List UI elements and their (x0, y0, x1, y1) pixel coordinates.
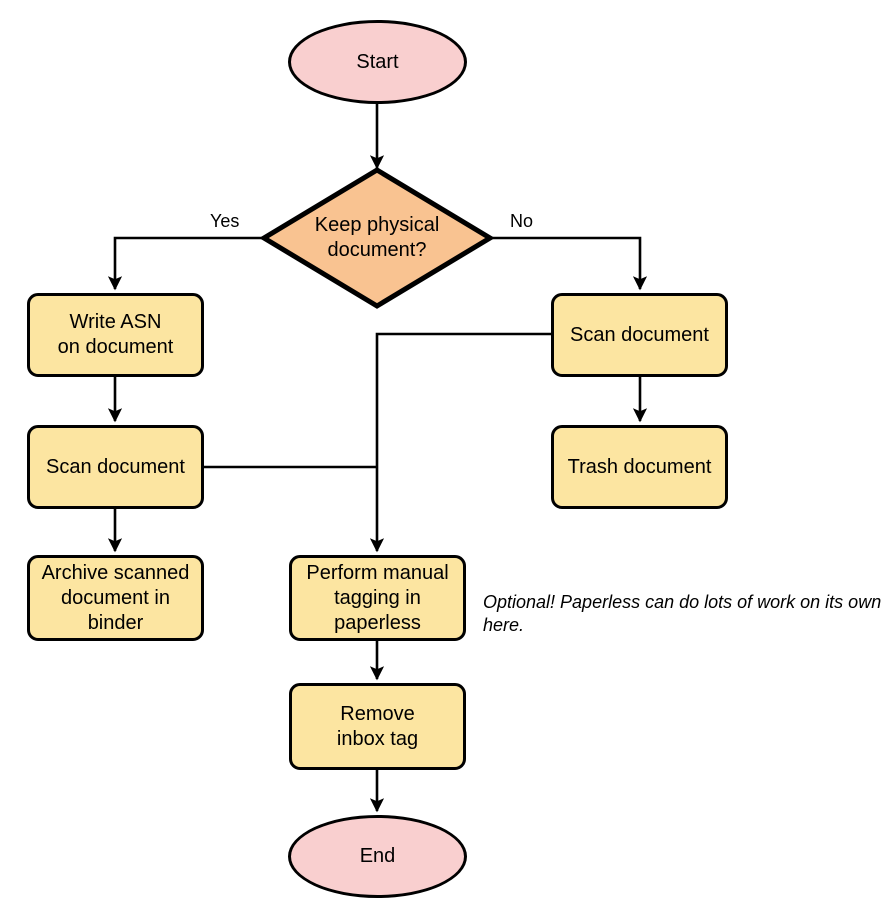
node-decision-keep-physical-document[interactable]: Keep physical document? (277, 196, 477, 280)
node-write-asn-label: Write ASN on document (57, 311, 174, 358)
annotation-optional-note: Optional! Paperless can do lots of work … (483, 592, 882, 635)
node-scan-document-right-label: Scan document (570, 323, 709, 346)
edge-decision-yes-to-write-asn (107, 236, 265, 291)
edge-label-no: No (510, 211, 534, 231)
node-write-asn-on-document[interactable]: Write ASN on document (27, 293, 204, 377)
node-tagging-label: Perform manual tagging in paperless (306, 561, 449, 634)
node-remove-inbox-tag[interactable]: Remove inbox tag (289, 683, 466, 770)
node-trash-document[interactable]: Trash document (551, 425, 728, 509)
node-archive-scanned-document-in-binder[interactable]: Archive scanned document in binder (27, 555, 204, 641)
node-end-label: End (359, 845, 396, 867)
node-scan-document-left-label: Scan document (46, 455, 185, 478)
node-decision-label: Keep physical document? (314, 214, 440, 261)
edge-label-yes: Yes (210, 211, 240, 231)
node-start[interactable]: Start (288, 20, 467, 104)
decision-keep-physical-document-shape (259, 167, 495, 309)
node-remove-inbox-tag-label: Remove inbox tag (336, 702, 419, 750)
node-scan-document-right[interactable]: Scan document (551, 293, 728, 377)
edge-scan-right-to-tagging (369, 332, 551, 553)
edge-decision-no-to-scan-right (490, 236, 648, 291)
node-end[interactable]: End (288, 815, 467, 898)
node-archive-label: Archive scanned document in binder (41, 561, 190, 634)
node-start-label: Start (356, 50, 399, 73)
node-trash-document-label: Trash document (567, 455, 712, 478)
node-perform-manual-tagging-in-paperless[interactable]: Perform manual tagging in paperless (289, 555, 466, 641)
node-scan-document-left[interactable]: Scan document (27, 425, 204, 509)
